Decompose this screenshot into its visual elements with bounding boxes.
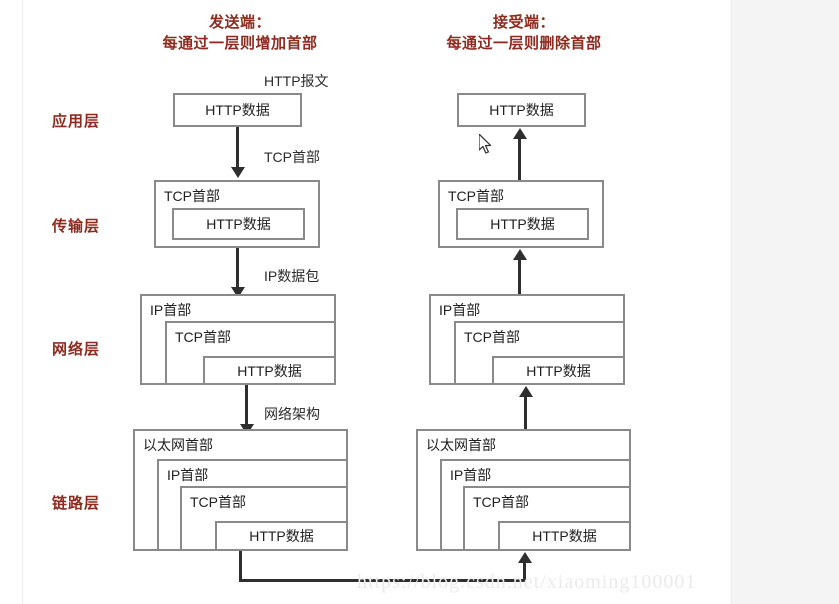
box-label-tcp-header: TCP首部 — [464, 329, 520, 345]
sender-network-http-data-box: HTTP数据 — [203, 356, 336, 385]
box-label-http-data: HTTP数据 — [490, 216, 555, 232]
receiver-link-http-data-box: HTTP数据 — [498, 521, 631, 551]
sender-application-http-data-box: HTTP数据 — [173, 93, 302, 127]
box-label-http-data: HTTP数据 — [237, 362, 302, 379]
box-label-http-data: HTTP数据 — [205, 102, 270, 118]
sender-link-http-data-box: HTTP数据 — [215, 521, 348, 551]
receiver-arrow-transport-to-app-head — [513, 128, 527, 139]
box-label-tcp-header: TCP首部 — [175, 329, 231, 345]
sender-transport-http-data-box: HTTP数据 — [172, 208, 305, 240]
box-label-tcp-header: TCP首部 — [448, 188, 504, 204]
sender-heading-line2: 每通过一层则增加首部 — [162, 35, 318, 52]
box-label-tcp-header: TCP首部 — [473, 494, 529, 510]
sender-arrow-app-to-transport-line — [236, 127, 239, 169]
mouse-cursor — [478, 133, 495, 161]
receiver-column-heading: 接受端： 每通过一层则删除首部 — [404, 12, 644, 54]
layer-label-link: 链路层 — [52, 495, 101, 512]
box-label-http-data: HTTP数据 — [249, 528, 314, 544]
annotation-http-message: HTTP报文 — [264, 73, 329, 89]
sender-arrow-network-to-link-line — [245, 385, 248, 427]
box-label-ip-header: IP首部 — [450, 467, 492, 483]
annotation-tcp-header: TCP首部 — [264, 149, 320, 165]
box-label-http-data: HTTP数据 — [489, 102, 554, 118]
layer-label-application: 应用层 — [52, 113, 101, 130]
box-label-tcp-header: TCP首部 — [190, 494, 246, 510]
page-gutter-line-right — [731, 0, 732, 604]
receiver-arrow-transport-to-app-line — [518, 138, 521, 180]
box-label-tcp-header: TCP首部 — [164, 188, 220, 204]
receiver-application-http-data-box: HTTP数据 — [457, 93, 586, 127]
receiver-arrow-network-to-transport-head — [513, 249, 527, 260]
bottom-link-up-segment — [523, 562, 526, 582]
watermark-text: https://blog.csdn.net/xiaoming100001 — [357, 571, 697, 593]
receiver-heading-line1: 接受端： — [492, 14, 555, 31]
bottom-link-down-segment — [239, 551, 242, 582]
receiver-network-http-data-box: HTTP数据 — [492, 356, 625, 385]
sender-arrow-app-to-transport-head — [231, 167, 245, 178]
sender-arrow-transport-to-network-line — [236, 248, 239, 290]
layer-label-transport: 传输层 — [52, 218, 101, 235]
page-margin-right — [731, 0, 839, 604]
receiver-transport-http-data-box: HTTP数据 — [456, 208, 589, 240]
page-gutter-line-left — [22, 0, 23, 604]
box-label-ip-header: IP首部 — [439, 302, 481, 318]
receiver-arrow-network-to-transport-line — [518, 259, 521, 294]
sender-network-tcp-header-box: TCP首部 — [165, 321, 336, 385]
box-label-http-data: HTTP数据 — [532, 528, 597, 544]
box-label-ip-header: IP首部 — [167, 467, 209, 483]
sender-column-heading: 发送端： 每通过一层则增加首部 — [120, 12, 360, 54]
receiver-arrow-link-to-network-head — [519, 386, 533, 397]
sender-heading-line1: 发送端： — [208, 14, 271, 31]
box-label-http-data: HTTP数据 — [206, 216, 271, 232]
layer-label-network: 网络层 — [52, 341, 101, 358]
box-label-ethernet-header: 以太网首部 — [426, 437, 496, 453]
sender-arrow-transport-to-network-head — [231, 287, 245, 298]
box-label-ethernet-header: 以太网首部 — [143, 437, 213, 453]
box-label-http-data: HTTP数据 — [526, 362, 591, 379]
annotation-network-frame: 网络架构 — [264, 406, 320, 422]
bottom-link-arrow-head — [518, 552, 532, 563]
annotation-ip-packet: IP数据包 — [264, 268, 320, 284]
receiver-arrow-link-to-network-line — [524, 396, 527, 429]
box-label-ip-header: IP首部 — [150, 302, 192, 318]
receiver-heading-line2: 每通过一层则删除首部 — [446, 35, 602, 52]
bottom-link-horizontal-segment — [239, 579, 526, 582]
